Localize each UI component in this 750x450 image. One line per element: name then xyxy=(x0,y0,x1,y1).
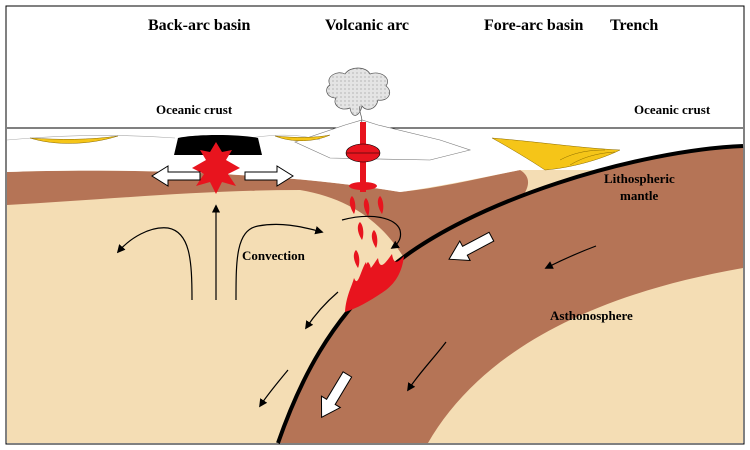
convection-arrow-left xyxy=(116,227,193,301)
label-mantle: mantle xyxy=(620,188,659,203)
label-back-arc-basin: Back-arc basin xyxy=(148,17,250,34)
subducting-slab xyxy=(278,146,743,443)
convection-arrow-right xyxy=(235,223,324,301)
label-fore-arc-basin: Fore-arc basin xyxy=(484,17,584,34)
label-oceanic-crust-left: Oceanic crust xyxy=(156,102,233,117)
mantle-flow-arrow-1 xyxy=(305,291,339,330)
asthenosphere-flow-arrow-2 xyxy=(407,341,447,392)
sediment-left xyxy=(29,135,119,144)
slab-arrow-lower xyxy=(320,371,353,419)
backarc-magma xyxy=(192,142,240,194)
sediment-mid xyxy=(274,134,331,141)
spreading-arrow-left xyxy=(151,165,201,187)
label-lithospheric: Lithospheric xyxy=(604,171,675,186)
asthenosphere-flow-arrow-1 xyxy=(544,245,597,269)
mantle-flow-arrow-2 xyxy=(259,369,289,408)
melt-zone xyxy=(345,254,404,312)
slab-arrow-upper xyxy=(448,231,495,262)
label-volcanic-arc: Volcanic arc xyxy=(325,17,409,34)
label-oceanic-crust-right: Oceanic crust xyxy=(634,102,711,117)
slab-top-boundary xyxy=(276,144,744,444)
label-convection: Convection xyxy=(242,248,306,263)
label-trench: Trench xyxy=(610,17,658,34)
spreading-arrow-right xyxy=(244,165,294,187)
magma-chamber-lower xyxy=(349,182,377,190)
label-asthenosphere: Asthonosphere xyxy=(550,308,633,323)
backarc-crust xyxy=(174,135,262,155)
volcanic-plume xyxy=(326,67,390,116)
sediment-forearc xyxy=(491,137,621,171)
wedge-flow-arrow xyxy=(341,215,402,249)
